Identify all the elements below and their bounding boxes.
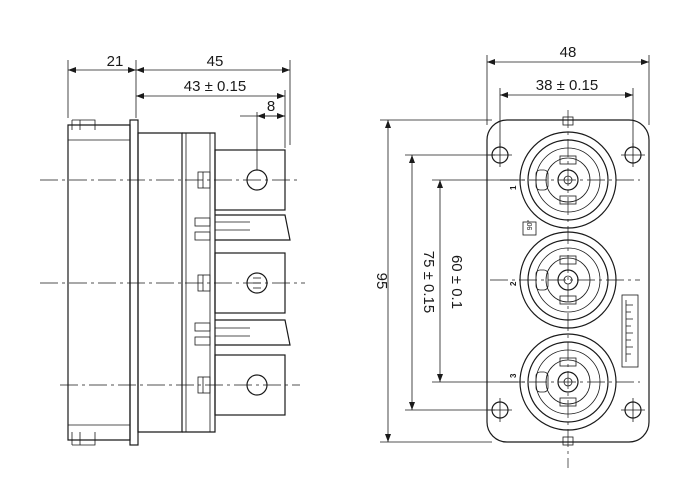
contact-number-2: 2: [509, 281, 518, 286]
dim-body-length-label: 45: [207, 53, 224, 70]
dim-flange-height-label: 95: [373, 273, 390, 290]
contact-number-3: 3: [509, 373, 518, 378]
dim-hole-pitch-horizontal-label: 38 ± 0.15: [536, 77, 598, 94]
front-body: [137, 132, 216, 433]
dim-hole-pitch-vertical: 75 ± 0.15: [405, 154, 495, 411]
dim-contact-pitch-label: 60 ± 0.1: [448, 255, 465, 309]
dim-overall-depth: 21: [67, 53, 137, 118]
side-flange: [129, 119, 139, 446]
terminal-1: [197, 149, 286, 211]
label-plate: [621, 294, 639, 368]
terminal-2: [197, 252, 286, 314]
mounting-hole-bottom-right: [621, 398, 645, 422]
dim-body-length: 45: [136, 53, 291, 145]
contact-number-1: 1: [509, 185, 518, 190]
dim-flange-width: 48: [486, 44, 650, 125]
contact-socket-2: [519, 231, 617, 329]
side-view: 21 45 43 ± 0.15 8: [40, 53, 305, 446]
terminal-3: [197, 354, 286, 416]
dim-contact-pitch: 60 ± 0.1: [432, 179, 525, 383]
front-flange: [486, 116, 650, 446]
dim-flange-width-label: 48: [560, 44, 577, 61]
dim-overall-depth-label: 21: [107, 53, 124, 70]
contact-socket-1: [519, 131, 617, 229]
dim-hole-pitch-horizontal: 38 ± 0.15: [499, 77, 634, 148]
dim-terminal-width-label: 8: [267, 98, 275, 115]
dim-terminal-length: 43 ± 0.15: [136, 78, 286, 148]
front-view: 1 2 3 90° 48 38 ± 0.15: [373, 44, 650, 468]
key-mark-label: 90°: [526, 220, 534, 231]
key-mark: 90°: [522, 220, 537, 236]
insulating-ribs: [194, 214, 291, 346]
rear-housing: [67, 119, 131, 446]
dim-terminal-length-label: 43 ± 0.15: [184, 78, 246, 95]
dim-terminal-width: 8: [240, 98, 285, 170]
dim-flange-height: 95: [373, 119, 492, 443]
dim-hole-pitch-vertical-label: 75 ± 0.15: [420, 251, 437, 313]
